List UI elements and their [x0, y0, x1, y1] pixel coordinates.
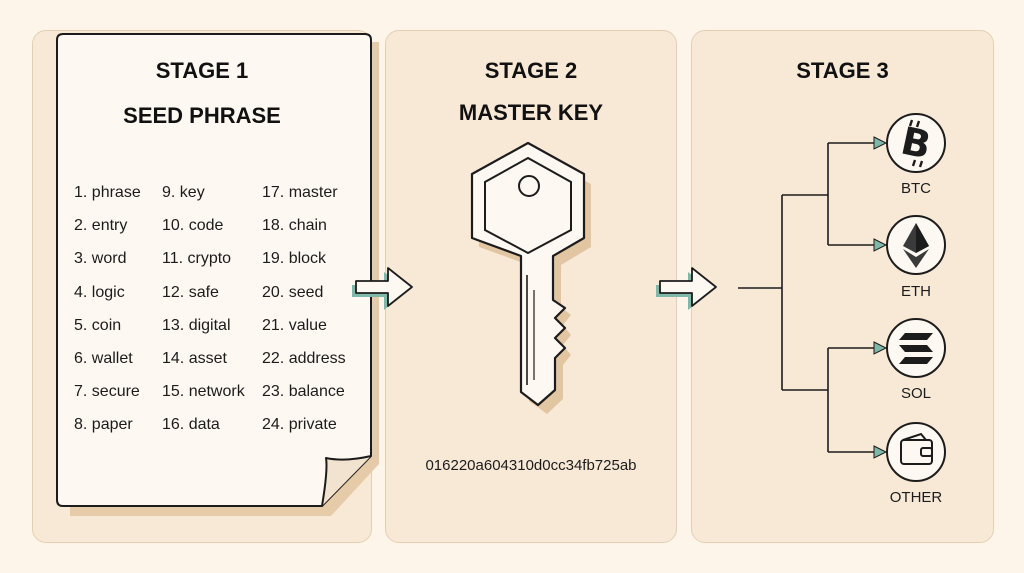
- output-label-other: OTHER: [889, 489, 943, 506]
- stage-2-heading: MASTER KEY: [458, 100, 604, 125]
- seed-word: 20. seed: [262, 283, 324, 301]
- seed-word: 13. digital: [162, 316, 231, 334]
- seed-word: 1. phrase: [74, 184, 141, 201]
- seed-words-column-2: 9. key 10. code 11. crypto 12. safe 13. …: [162, 176, 245, 442]
- seed-word: 14. asset: [162, 350, 227, 368]
- stage-2-label: STAGE 2: [484, 58, 578, 83]
- solana-icon: [886, 318, 946, 378]
- stage-1-heading: SEED PHRASE: [123, 103, 281, 128]
- seed-word: 21. value: [262, 316, 327, 334]
- seed-words-column-3: 17. master 18. chain 19. block 20. seed …: [262, 176, 346, 442]
- seed-word: 6. wallet: [74, 350, 133, 368]
- stage-1-label: STAGE 1: [155, 58, 249, 83]
- seed-word: 17. master: [262, 184, 338, 201]
- seed-word: 22. address: [262, 350, 346, 368]
- seed-word: 19. block: [262, 250, 327, 268]
- seed-word: 11. crypto: [162, 250, 232, 268]
- seed-word: 7. secure: [74, 383, 140, 401]
- arrow-stage1-to-stage2-icon: [352, 267, 413, 310]
- seed-word: 24. private: [262, 416, 337, 434]
- seed-word: 4. logic: [74, 283, 125, 301]
- seed-word: 15. network: [162, 383, 245, 401]
- seed-word: 3. word: [74, 250, 127, 268]
- seed-word: 16. data: [162, 416, 220, 434]
- seed-words-column-1: 1. phrase 2. entry 3. word 4. logic 5. c…: [74, 176, 141, 442]
- seed-word: 5. coin: [74, 316, 122, 334]
- seed-word: 23. balance: [262, 383, 345, 401]
- stage-3-label: STAGE 3: [796, 58, 889, 83]
- master-key-hash: 016220a604310d0cc34fb725ab: [425, 457, 637, 474]
- seed-word: 10. code: [162, 217, 224, 235]
- seed-word: 2. entry: [74, 217, 128, 235]
- output-label-eth: ETH: [901, 283, 931, 300]
- output-label-btc: BTC: [901, 180, 931, 197]
- wallet-icon: [886, 422, 946, 482]
- bitcoin-icon: B: [886, 113, 946, 173]
- seed-word: 8. paper: [74, 416, 133, 434]
- seed-word: 12. safe: [162, 283, 219, 301]
- arrow-stage2-to-stage3-icon: [656, 267, 717, 310]
- seed-word: 9. key: [162, 184, 205, 201]
- seed-word: 18. chain: [262, 217, 327, 235]
- output-label-sol: SOL: [900, 385, 931, 402]
- ethereum-icon: [886, 215, 946, 275]
